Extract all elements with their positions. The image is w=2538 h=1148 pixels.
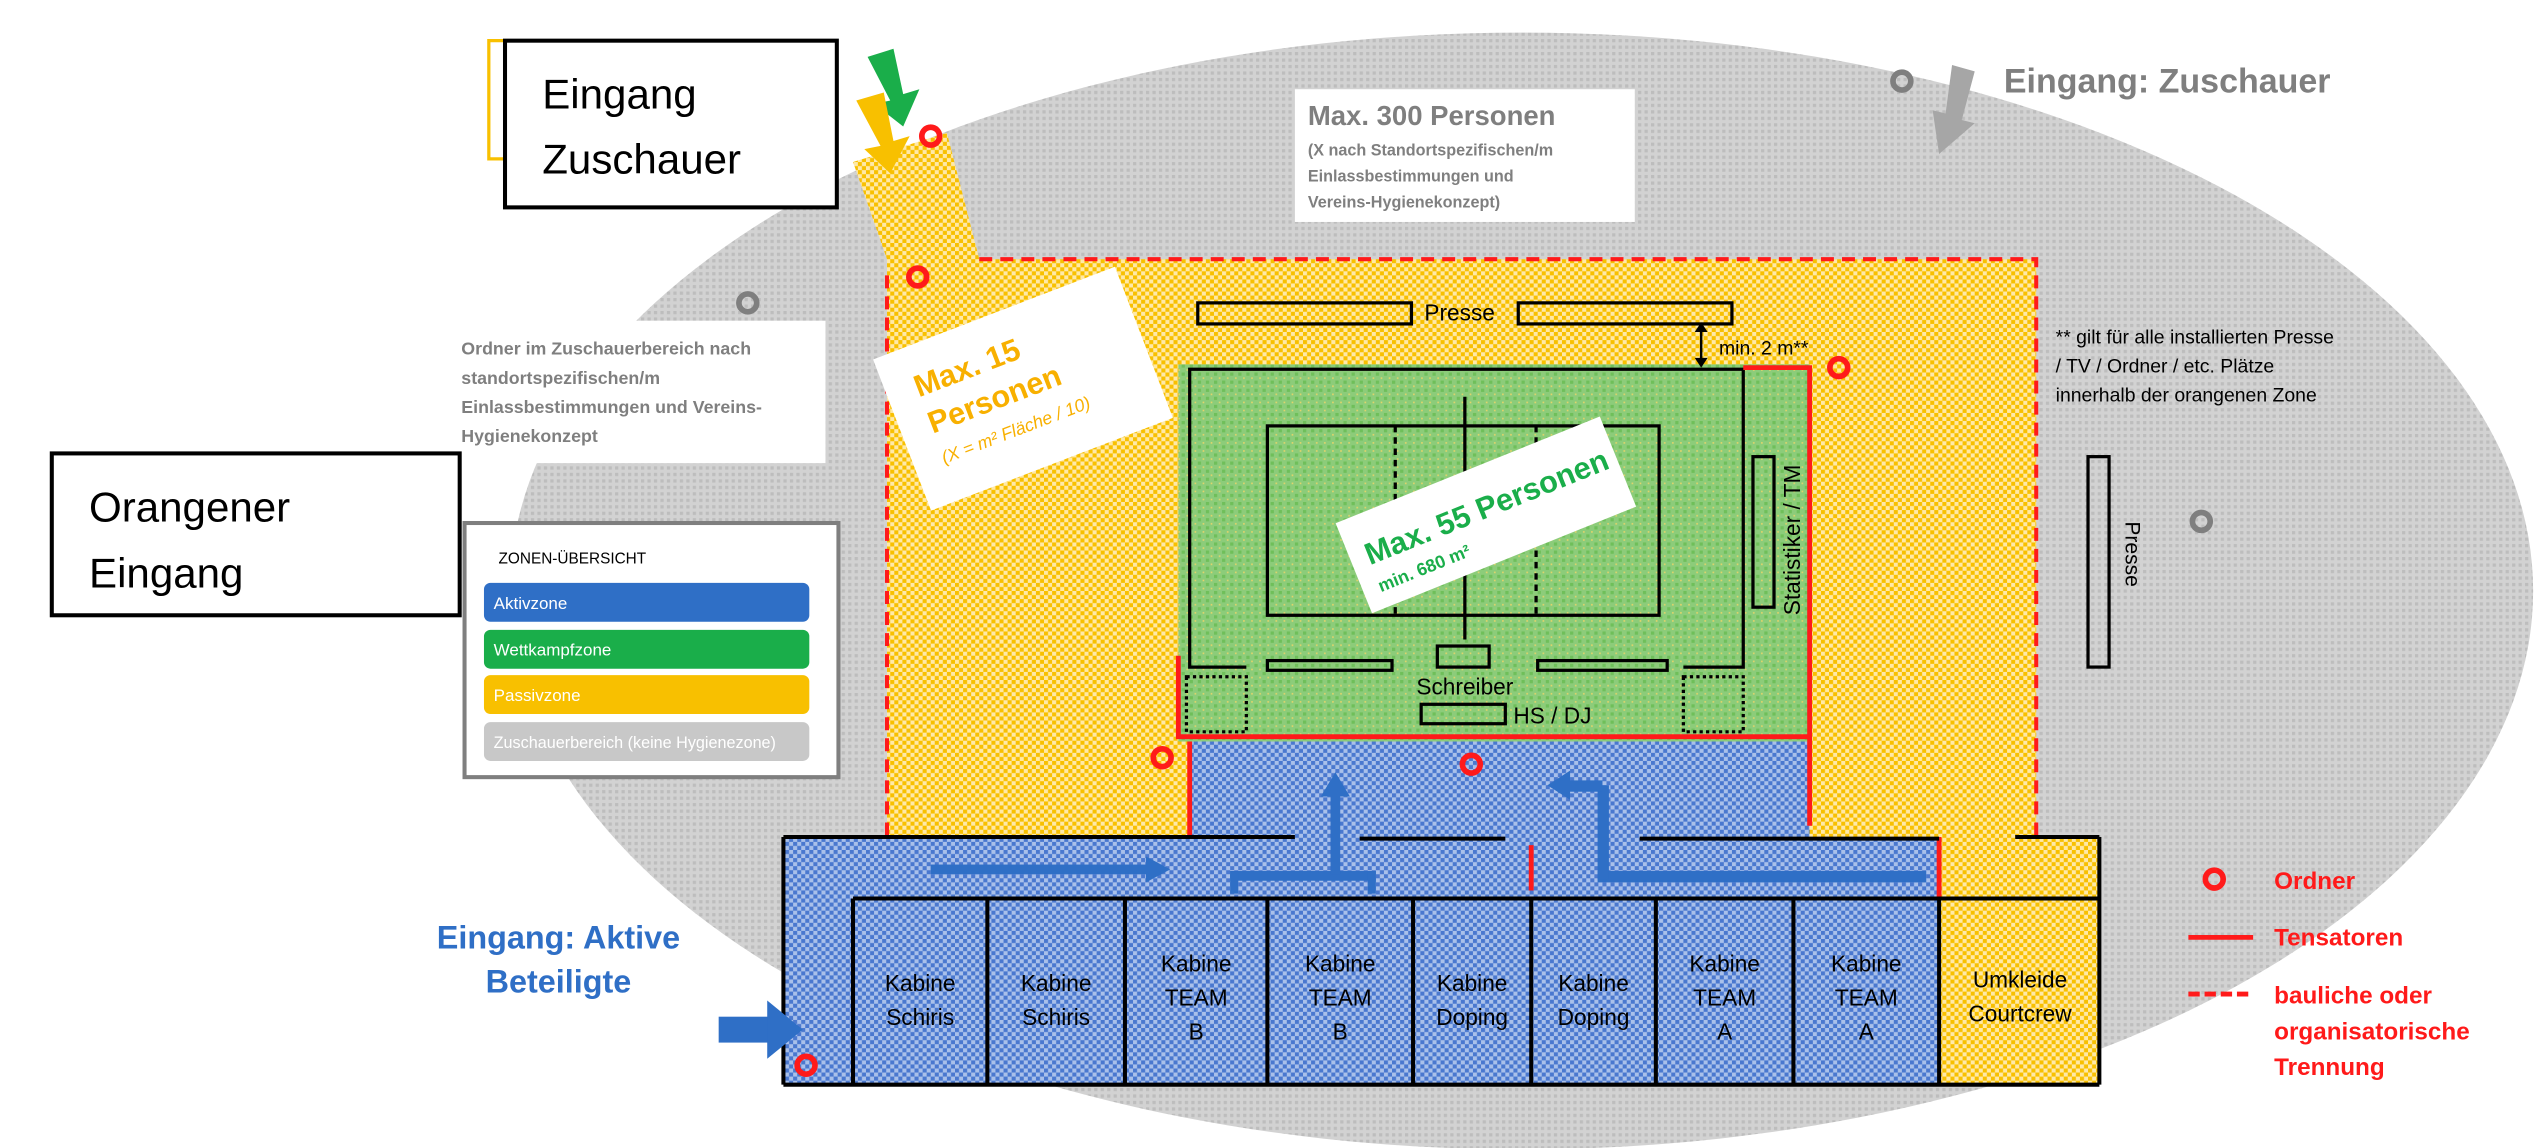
ordner-note-line: Ordner im Zuschauerbereich nach	[461, 339, 751, 359]
kabine-label: TEAM	[1309, 984, 1372, 1010]
hsdj-table	[1419, 702, 1507, 726]
kabine-label: B	[1189, 1018, 1204, 1044]
grey-ordner-icon	[1890, 69, 1914, 93]
symbol-legend: Ordner Tensatoren bauliche oder organisa…	[2188, 867, 2470, 1081]
ordner-note-box	[449, 320, 826, 464]
flow-arrows	[718, 770, 1927, 1059]
kabine-label: Schiris	[886, 1004, 954, 1030]
legend-ordner: Ordner	[2274, 868, 2355, 895]
ordner-note-line: Einlassbestimmungen und Vereins-	[461, 397, 762, 417]
statistiker-table	[1751, 455, 1776, 609]
legend-tensatoren: Tensatoren	[2274, 924, 2403, 951]
ordner-icon	[1459, 752, 1484, 776]
kabine-label: Doping	[1436, 1004, 1508, 1030]
max300-line: Einlassbestimmungen und	[1308, 167, 1514, 185]
kabine-label: Kabine	[1161, 950, 1232, 976]
ordner-icon	[794, 1053, 818, 1077]
presse-table-right	[1516, 301, 1734, 326]
max300-line: Vereins-Hygienekonzept)	[1308, 193, 1500, 211]
eingang-zuschauer-top: Eingang: Zuschauer	[2004, 62, 2331, 100]
kabine-label: Schiris	[1022, 1004, 1090, 1030]
eingang-zuschauer-box	[502, 38, 839, 210]
legend-swatch-aktiv	[483, 582, 810, 622]
orangener-eingang-box	[49, 451, 462, 618]
tensatoren	[1175, 365, 1942, 899]
schreiber-table	[1435, 644, 1491, 669]
ordner-icon	[906, 265, 930, 289]
ordner-icon	[918, 124, 943, 148]
kabine-label: Kabine	[1021, 970, 1092, 996]
presse-table-side	[2086, 455, 2111, 669]
legend-trennung: Trennung	[2274, 1054, 2385, 1081]
grey-entrance-arrow	[1932, 64, 1975, 154]
max300-box	[1294, 89, 1635, 222]
ordner-note-line: standortspezifischen/m	[461, 368, 660, 388]
eingang-zuschauer-line1: Eingang	[542, 71, 696, 118]
legend-label: Zuschauerbereich (keine Hygienezone)	[494, 734, 776, 752]
kabine-label: TEAM	[1693, 984, 1756, 1010]
kabine-label: Doping	[1558, 1004, 1630, 1030]
footnote-line: ** gilt für alle installierten Presse	[2056, 326, 2334, 348]
statistiker-label: Statistiker / TM	[1779, 465, 1805, 616]
presse-label: Presse	[1424, 300, 1495, 326]
legend-label: Aktivzone	[494, 594, 568, 613]
footnote-line: innerhalb der orangenen Zone	[2056, 385, 2317, 407]
kabine-label: Kabine	[885, 970, 956, 996]
orangener-eingang-line1: Orangener	[89, 483, 290, 530]
eingang-aktive-line2: Beteiligte	[486, 963, 632, 999]
kabine-label: Kabine	[1437, 970, 1508, 996]
grey-ordner-icon	[736, 291, 760, 315]
grey-ordner-icon	[2189, 509, 2214, 534]
kabine-label: Kabine	[1689, 950, 1760, 976]
kabine-label: A	[1717, 1018, 1733, 1044]
ordner-markers	[794, 124, 1851, 1077]
kabinen-outline	[781, 835, 2102, 1087]
legend-trennung: bauliche oder	[2274, 983, 2432, 1010]
arrow-eingang-aktive	[767, 1000, 803, 1059]
eingang-aktive-line1: Eingang: Aktive	[437, 920, 680, 956]
presse-table-left	[1196, 301, 1414, 326]
kabine-label: A	[1859, 1018, 1875, 1044]
ordner-icon	[1150, 745, 1174, 770]
ordner-note-line: Hygienekonzept	[461, 426, 598, 446]
kabine-label: Kabine	[1558, 970, 1629, 996]
ordner-legend-icon	[2202, 867, 2227, 891]
zonen-title: ZONEN-ÜBERSICHT	[499, 549, 647, 567]
eingang-zuschauer-line2: Zuschauer	[542, 135, 741, 182]
legend-swatch-zuschauer	[483, 722, 810, 761]
legend-trennung: organisatorische	[2274, 1018, 2470, 1045]
umkleide-label-1: Umkleide	[1973, 967, 2067, 993]
aktivzone	[783, 741, 1940, 1085]
max300-title: Max. 300 Personen	[1308, 100, 1556, 131]
kabine-label: B	[1333, 1018, 1348, 1044]
orangener-eingang-line2: Eingang	[89, 550, 243, 597]
min2m-arrow	[1694, 322, 1708, 368]
ordner-icon	[1827, 355, 1851, 380]
kabine-label: Kabine	[1305, 950, 1376, 976]
zuschauer-ordner-markers	[736, 69, 2214, 534]
orange-entrance-arrow	[856, 92, 910, 174]
presse-side-label: Presse	[2120, 521, 2143, 586]
legend-swatch-passiv	[483, 675, 810, 715]
legend-label: Wettkampfzone	[494, 641, 612, 660]
legend-swatch-wettkampf	[483, 629, 810, 669]
min2m-label: min. 2 m**	[1719, 338, 1809, 360]
orange-bracket	[487, 39, 506, 161]
schreiber-label: Schreiber	[1416, 674, 1513, 700]
legend-label: Passivzone	[494, 686, 581, 705]
max15-label: Max. 15 Personen (X = m² Fläche / 10)	[873, 266, 1173, 511]
hsdj-label: HS / DJ	[1513, 703, 1591, 729]
umkleide-label-2: Courtcrew	[1968, 1001, 2072, 1027]
kabine-label: TEAM	[1165, 984, 1228, 1010]
kabine-label: TEAM	[1835, 984, 1898, 1010]
max300-line: (X nach Standortspezifischen/m	[1308, 142, 1553, 160]
kabine-label: Kabine	[1831, 950, 1902, 976]
footnote-line: / TV / Ordner / etc. Plätze	[2056, 355, 2275, 377]
zonen-uebersicht: ZONEN-ÜBERSICHT Aktivzone Wettkampfzone …	[462, 520, 841, 780]
